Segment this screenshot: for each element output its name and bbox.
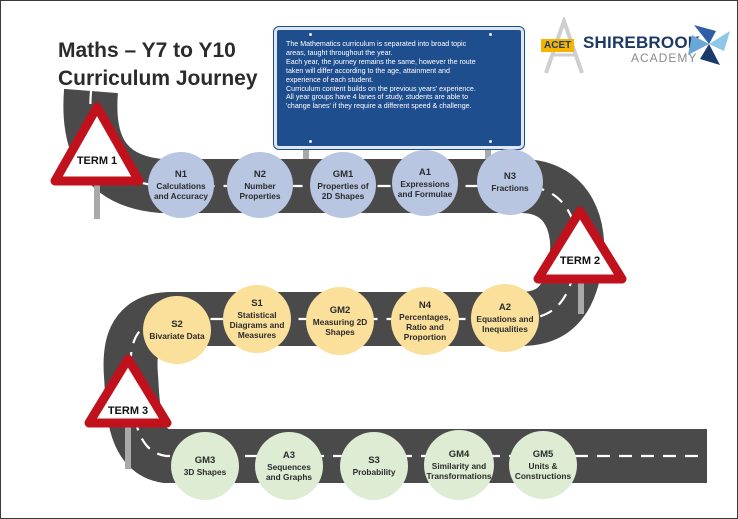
topic-gm2: GM2 Measuring 2D Shapes [306,287,374,355]
topic-name: Calculations and Accuracy [153,181,209,201]
topic-code: S1 [251,298,263,309]
logo-academy: ACADEMY [631,51,698,65]
topic-code: GM4 [448,449,470,460]
topic-code: A2 [498,302,512,313]
topic-name: Properties of 2D Shapes [317,181,369,201]
rivet-icon [489,33,492,36]
topic-n3: N3 Fractions [477,149,543,215]
info-board-post-left [303,147,309,159]
pinwheel-logo-icon [688,25,730,65]
logo-acet: ACET [541,39,575,52]
school-logo: ACET SHIREBROOK ACADEMY [536,17,731,75]
topic-name: Similarity and Transformations [426,461,492,481]
info-line: Each year, the journey remains the same,… [286,57,476,66]
topic-n4: N4 Percentages, Ratio and Proportion [391,287,459,355]
info-line: Curriculum content builds on the previou… [286,84,476,93]
topic-s3: S3 Probability [340,432,408,500]
topic-code: A3 [282,450,296,461]
info-line: taken will differ according to the age, … [286,66,450,75]
logo-name: SHIREBROOK [583,33,701,52]
topic-code: N4 [418,300,432,311]
info-line: 'change lanes' if they require a differe… [286,102,472,111]
info-board: The Mathematics curriculum is separated … [274,27,524,149]
topic-a2: A2 Equations and Inequalities [471,284,539,352]
topic-name: Fractions [491,183,529,193]
rivet-icon [489,140,492,143]
rivet-icon [309,140,312,143]
topic-gm5: GM5 Units & Constructions [509,431,577,499]
rivet-icon [309,33,312,36]
topic-code: A1 [418,167,432,178]
topic-name: 3D Shapes [183,467,227,477]
info-line: All year groups have 4 lanes of study, s… [286,93,469,102]
topic-s2: S2 Bivariate Data [143,296,211,364]
info-line: experience of each student. [286,75,374,84]
info-line: areas, taught throughout the year. [286,48,393,57]
topic-code: GM2 [329,305,351,316]
topic-name: Percentages, Ratio and Proportion [399,312,451,342]
term3-sign-post [125,419,131,469]
title-line-2: Curriculum Journey [58,67,258,90]
topic-code: N3 [503,171,517,182]
topic-name: Number Properties [239,181,281,201]
topic-code: GM5 [532,449,554,460]
info-board-post-right [485,147,491,159]
topic-code: N1 [174,169,188,180]
topic-name: Sequences and Graphs [265,462,313,482]
topic-code: S3 [368,455,380,466]
title-line-1: Maths – Y7 to Y10 [58,39,236,62]
topic-gm3: GM3 3D Shapes [171,432,239,500]
topic-code: N2 [253,169,267,180]
topic-name: Measuring 2D Shapes [312,317,368,337]
topic-s1: S1 Statistical Diagrams and Measures [223,285,291,353]
info-line: The Mathematics curriculum is separated … [286,40,467,48]
topic-code: GM3 [194,455,216,466]
topic-a3: A3 Sequences and Graphs [255,432,323,500]
topic-name: Probability [352,467,396,477]
topic-name: Bivariate Data [149,331,205,341]
topic-name: Statistical Diagrams and Measures [229,310,285,340]
topic-code: GM1 [332,169,354,180]
term2-sign-post [578,276,584,314]
topic-name: Equations and Inequalities [476,314,534,334]
page-title: Maths – Y7 to Y10 Curriculum Journey [58,37,258,93]
topic-name: Expressions and Formulae [397,179,453,199]
topic-name: Units & Constructions [514,461,572,481]
term1-sign-post [94,181,100,219]
topic-n1: N1 Calculations and Accuracy [148,152,214,218]
topic-gm1: GM1 Properties of 2D Shapes [310,152,376,218]
topic-gm4: GM4 Similarity and Transformations [424,430,494,500]
topic-code: S2 [171,319,183,330]
topic-a1: A1 Expressions and Formulae [392,150,458,216]
topic-n2: N2 Number Properties [227,152,293,218]
a-monogram-icon [544,17,584,74]
